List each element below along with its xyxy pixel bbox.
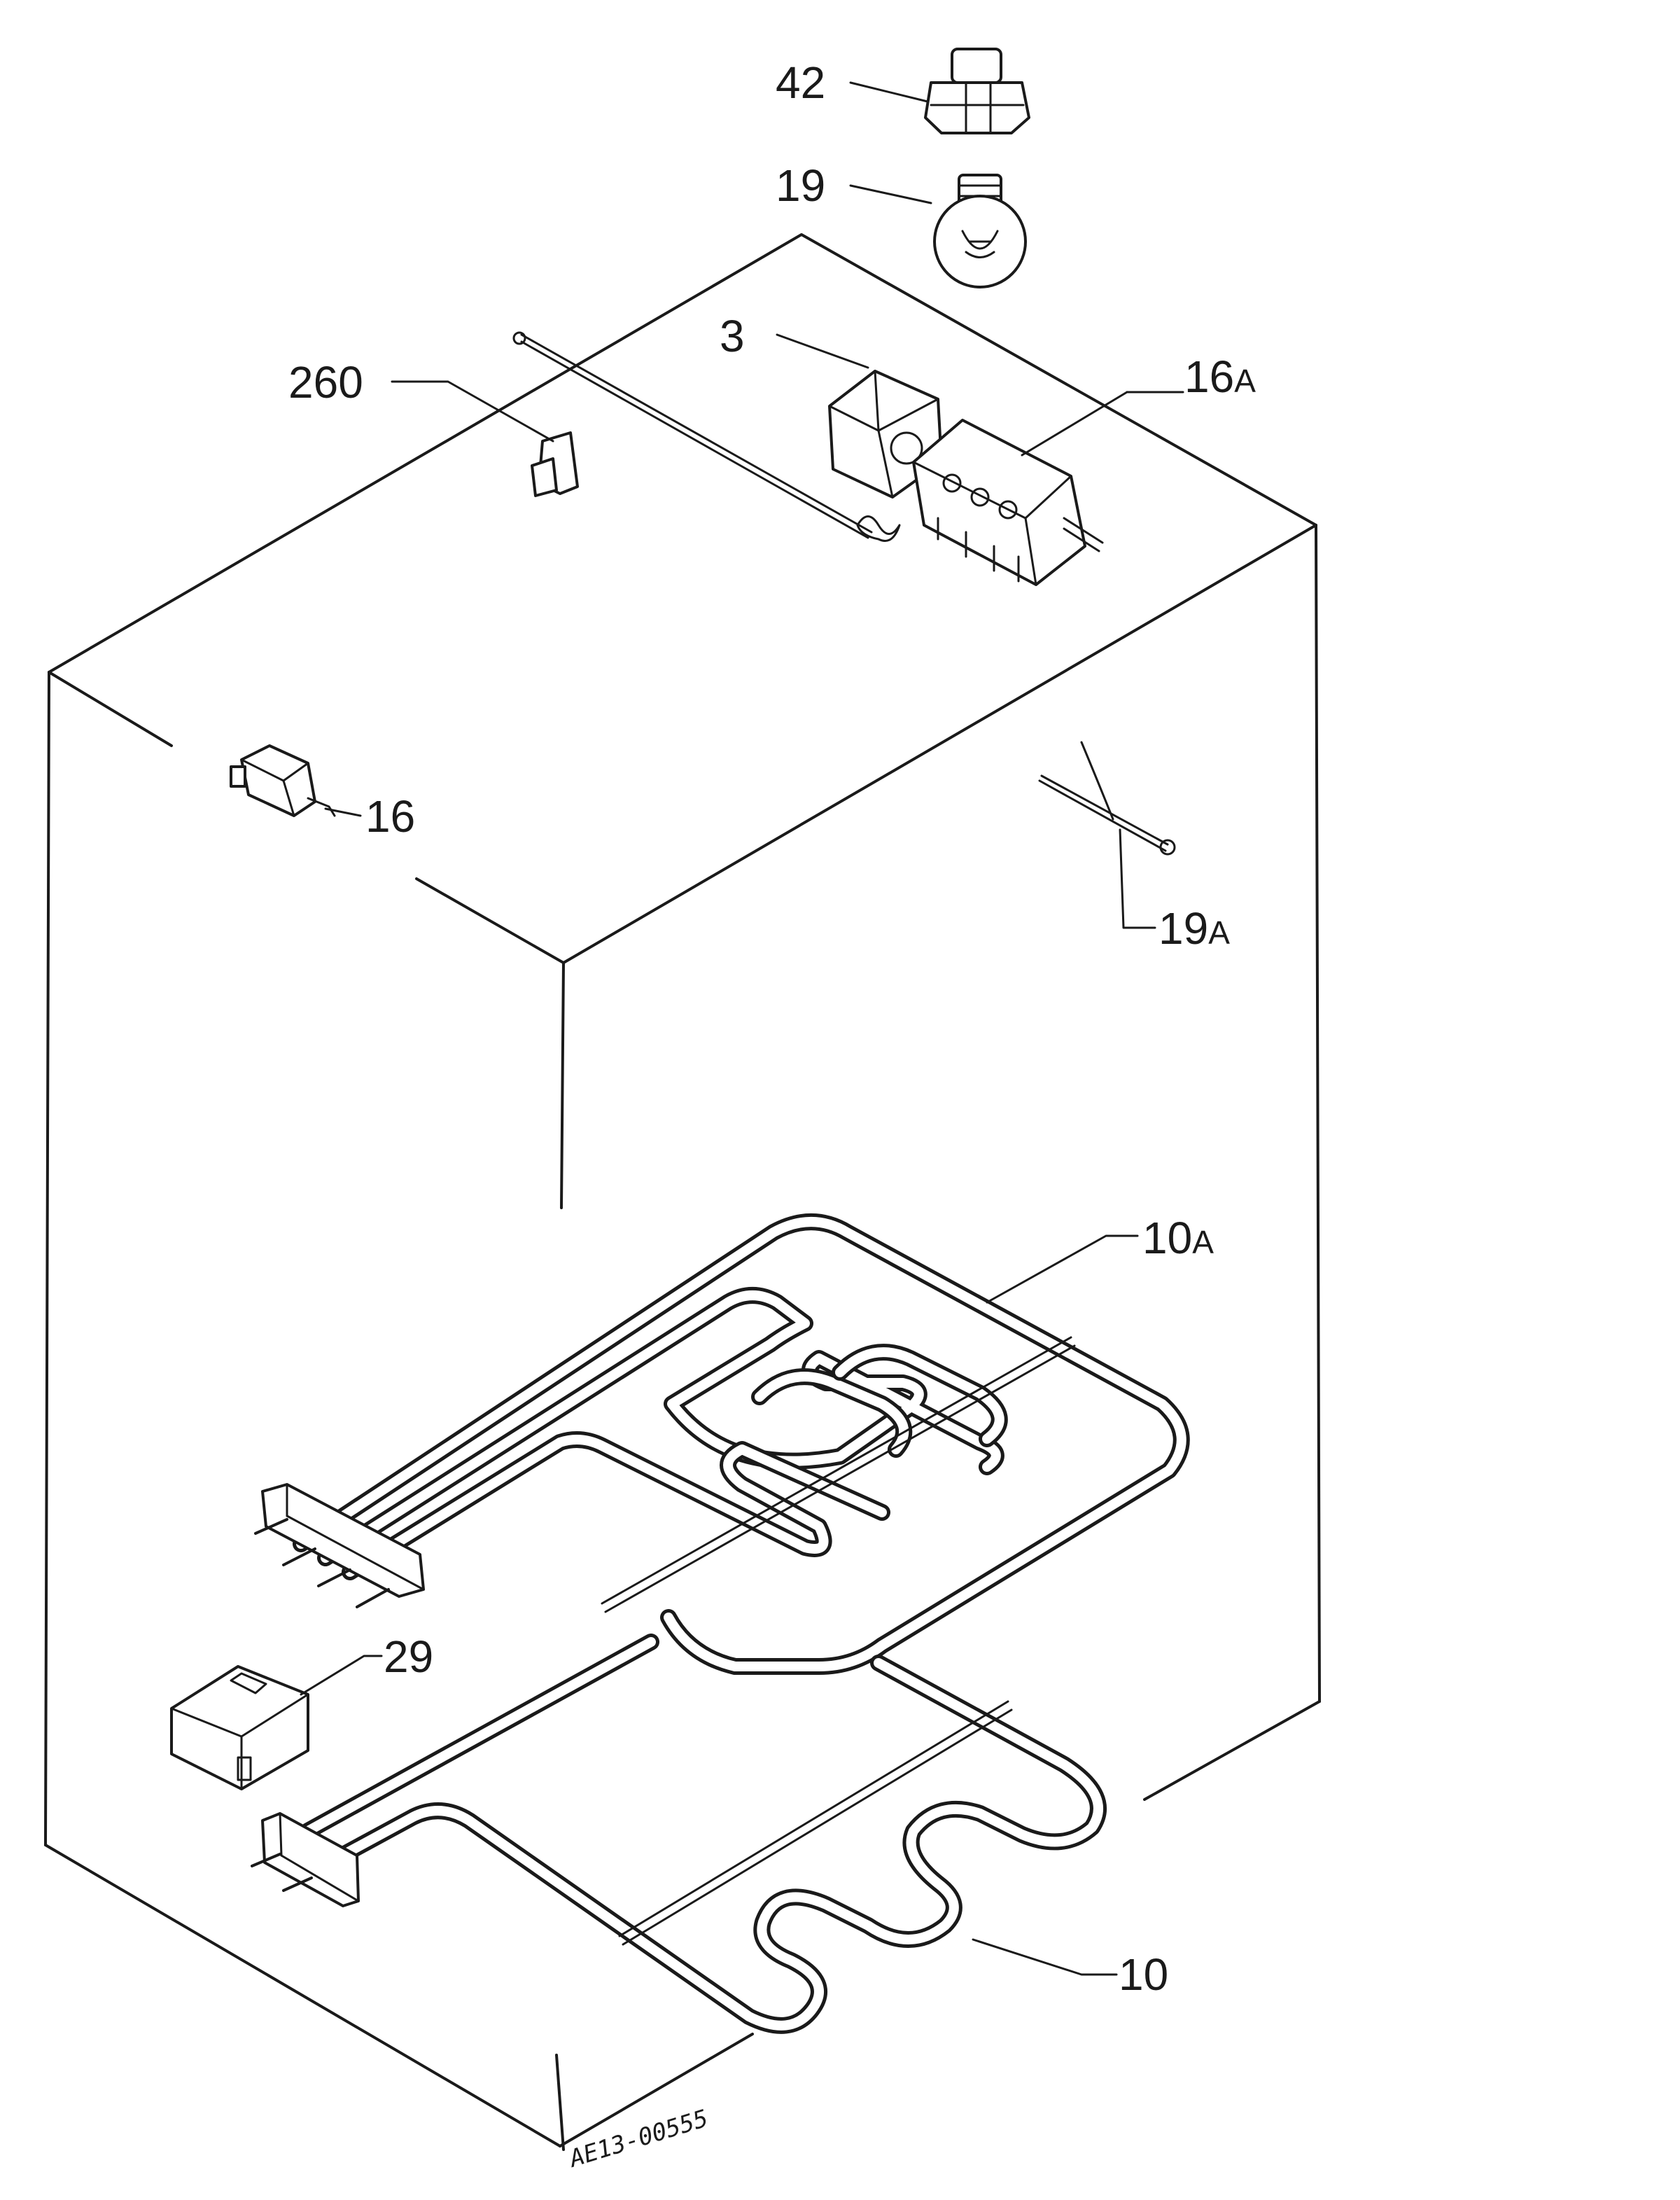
drawing-code: AE13-00555 <box>565 2105 711 2174</box>
label-part-19a: 19A <box>1158 903 1230 954</box>
label-part-10: 10 <box>1119 1949 1168 2000</box>
selector-switch-part-16a <box>912 419 1104 586</box>
label-part-10a: 10A <box>1142 1213 1214 1263</box>
terminal-block-part-29 <box>170 1665 309 1790</box>
cabinet-outline <box>44 233 1321 2151</box>
label-part-42: 42 <box>776 57 825 108</box>
sensor-wire-part-19a <box>1038 741 1176 856</box>
label-part-3: 3 <box>720 311 745 361</box>
oven-element-part-10 <box>251 1634 1107 2034</box>
label-part-260: 260 <box>288 357 363 408</box>
clip-part-260 <box>531 431 579 497</box>
push-switch-part-16 <box>230 744 336 817</box>
lamp-bulb-part-19 <box>933 174 1027 288</box>
label-part-19: 19 <box>776 160 825 211</box>
label-part-16a: 16A <box>1184 351 1256 402</box>
label-part-29: 29 <box>384 1631 433 1682</box>
label-part-16: 16 <box>365 791 415 842</box>
grill-element-part-10a <box>254 1213 1190 1675</box>
lamp-holder-part-42 <box>924 48 1030 134</box>
